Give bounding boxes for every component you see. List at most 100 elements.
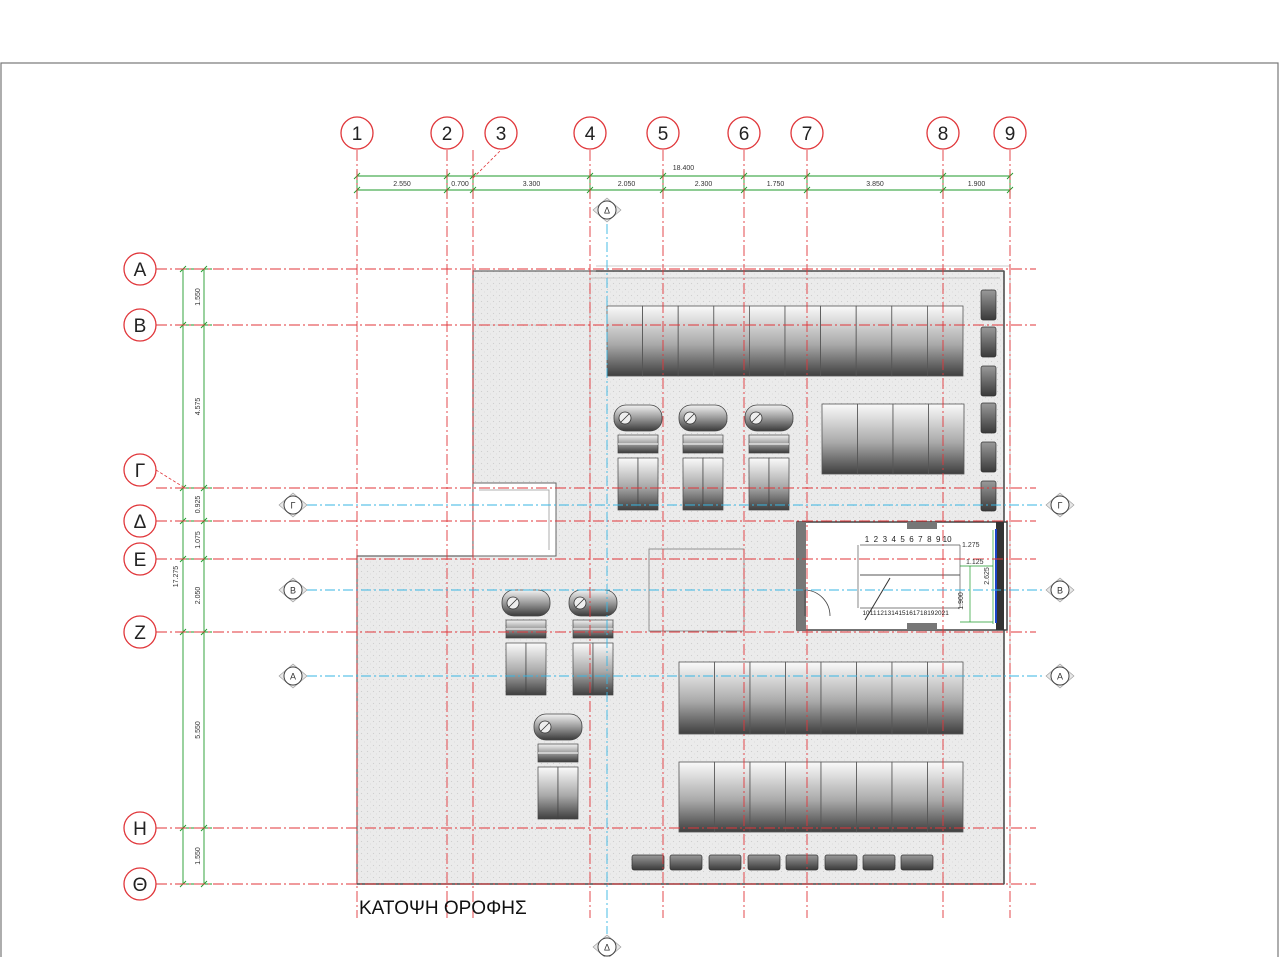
dim-segment-horizontal: 0.700 <box>451 181 469 188</box>
grid-bubble-row <box>123 867 157 901</box>
roof-vent <box>862 854 896 871</box>
stair-step-number: 16 <box>906 610 914 617</box>
grid-bubble-col <box>484 116 518 150</box>
dim-segment-vertical: 1.550 <box>195 288 202 306</box>
stair-step-number: 10 <box>862 610 870 617</box>
roof-vent <box>631 854 665 871</box>
solar-panel <box>856 661 893 735</box>
section-marker-top: Δ <box>592 197 622 223</box>
solar-panel <box>785 661 822 735</box>
stair-step-number: 9 <box>936 535 941 544</box>
stair-step-number: 3 <box>883 535 888 544</box>
svg-text:Γ: Γ <box>1058 501 1063 511</box>
grid-label-row: Η <box>133 819 147 840</box>
stair-step-number: 6 <box>909 535 914 544</box>
grid-label-col: 3 <box>496 124 507 145</box>
solar-panel <box>820 761 857 833</box>
dim-segment-vertical: 1.075 <box>195 531 202 549</box>
grid-label-col: 6 <box>739 124 750 145</box>
dim-segment-horizontal: 1.750 <box>767 181 785 188</box>
roof-vent <box>824 854 858 871</box>
stair-step-number: 2 <box>874 535 879 544</box>
solar-panel <box>677 305 715 377</box>
roof-vent <box>980 326 997 358</box>
stair-step-number: 17 <box>913 610 921 617</box>
grid-label-row: Γ <box>135 461 145 482</box>
grid-bubble-col <box>926 116 960 150</box>
section-marker-left: Γ <box>278 492 308 518</box>
roof-vent <box>708 854 742 871</box>
solar-panel <box>642 305 679 377</box>
dim-segment-horizontal: 3.300 <box>523 181 541 188</box>
solar-panel <box>821 403 858 475</box>
solar-panel <box>714 661 751 735</box>
grid-bubble-col <box>727 116 761 150</box>
svg-text:Α: Α <box>290 672 296 682</box>
stair-step-number: 7 <box>918 535 923 544</box>
svg-text:Γ: Γ <box>291 501 296 511</box>
grid-bubble-col <box>790 116 824 150</box>
roof-vent <box>980 365 997 397</box>
grid-label-col: 1 <box>352 124 363 145</box>
drawing-title: ΚΑΤΟΨΗ ΟΡΟΦΗΣ <box>359 898 527 919</box>
solar-panel <box>678 661 715 735</box>
stair-step-number: 11 <box>870 610 877 617</box>
svg-text:Α: Α <box>1057 672 1063 682</box>
grid-label-col: 5 <box>658 124 669 145</box>
stair-step-number: 4 <box>891 535 896 544</box>
roof-vent <box>980 402 997 434</box>
roof-vent <box>785 854 819 871</box>
grid-bubble-row <box>123 811 157 845</box>
solar-panel <box>892 403 929 475</box>
dim-total-vertical: 17.275 <box>173 566 180 588</box>
grid-bubble-col <box>340 116 374 150</box>
roof-vent <box>747 854 781 871</box>
dim-segment-horizontal: 2.050 <box>618 181 636 188</box>
roof-vent <box>900 854 934 871</box>
solar-panel-row <box>678 661 964 735</box>
grid-label-row: Ε <box>134 550 147 571</box>
stair-step-number: 10 <box>943 535 952 544</box>
stair-step-number: 20 <box>934 610 942 617</box>
solar-panel <box>855 305 893 377</box>
solar-panel <box>606 305 643 377</box>
stair-step-number: 5 <box>900 535 905 544</box>
stair-step-number: 15 <box>898 610 906 617</box>
roof-vent <box>669 854 703 871</box>
stair-core <box>796 521 1008 631</box>
dim-segment-vertical: 2.050 <box>195 587 202 605</box>
grid-bubble-row <box>123 453 157 487</box>
grid-label-row: Β <box>134 316 147 337</box>
dim-segment-horizontal: 1.900 <box>968 181 986 188</box>
roof-vent <box>980 441 997 473</box>
dim-segment-vertical: 0.925 <box>195 496 202 514</box>
grid-label-col: 8 <box>938 124 949 145</box>
solar-panel <box>891 661 928 735</box>
solar-panel <box>785 761 822 833</box>
solar-panel <box>927 661 964 735</box>
grid-label-col: 2 <box>442 124 453 145</box>
stair-dim: 1.125 <box>966 559 984 566</box>
solar-panel <box>784 305 821 377</box>
svg-text:Β: Β <box>290 586 296 596</box>
water-heater-tank <box>678 404 728 511</box>
solar-panel <box>749 305 786 377</box>
stair-step-number: 1 <box>865 535 870 544</box>
grid-bubble-col <box>573 116 607 150</box>
dim-segment-vertical: 4.575 <box>195 398 202 416</box>
stair-step-number: 8 <box>927 535 932 544</box>
svg-text:Β: Β <box>1057 586 1063 596</box>
stair-dim: 2.625 <box>984 567 991 585</box>
dim-segment-vertical: 1.550 <box>195 847 202 865</box>
grid-bubble-row <box>123 504 157 538</box>
section-marker-bottom: Δ <box>592 934 622 960</box>
dim-segment-horizontal: 2.550 <box>393 181 411 188</box>
solar-panel <box>927 761 964 833</box>
grid-bubble-col <box>993 116 1027 150</box>
grid-bubble-row <box>123 615 157 649</box>
stair-dim: 1.900 <box>958 592 965 610</box>
grid-label-col: 4 <box>585 124 596 145</box>
